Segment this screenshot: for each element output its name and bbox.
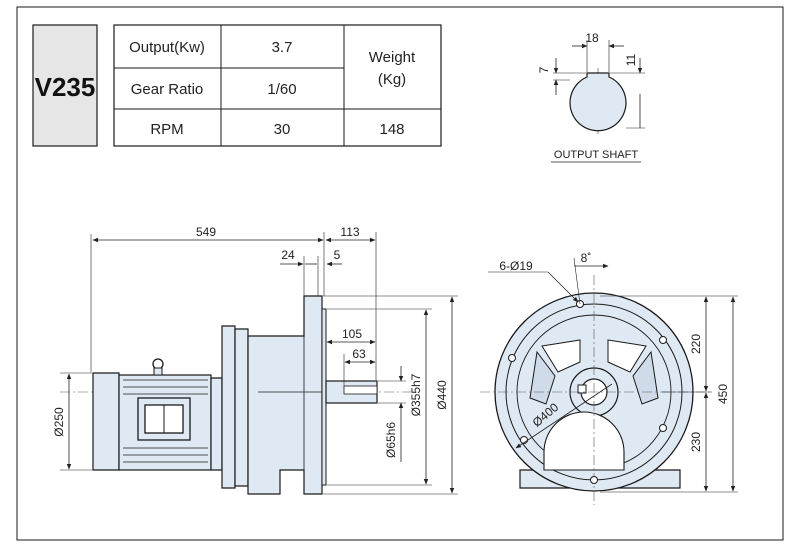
output-label: Output(Kw) bbox=[129, 39, 205, 56]
side-view bbox=[60, 295, 420, 495]
ratio-label: Gear Ratio bbox=[131, 81, 204, 98]
weight-value: 148 bbox=[379, 121, 404, 138]
dim-flange-thickness: 24 bbox=[281, 248, 295, 262]
dim-spigot-dia: Ø355h7 bbox=[409, 373, 423, 416]
output-value: 3.7 bbox=[272, 39, 293, 56]
front-view-dimensions bbox=[488, 257, 738, 493]
dim-motor-dia: Ø250 bbox=[52, 407, 66, 437]
dim-flange-dia: Ø440 bbox=[435, 380, 449, 410]
side-view-dimensions bbox=[60, 232, 458, 495]
dim-bolt-holes: 6-Ø19 bbox=[499, 259, 533, 273]
model-name: V235 bbox=[35, 72, 96, 102]
key-width-dim: 18 bbox=[585, 31, 599, 45]
ratio-value: 1/60 bbox=[267, 81, 296, 98]
key-depth-right-dim: 11 bbox=[624, 53, 638, 66]
shaft-caption: OUTPUT SHAFT bbox=[554, 149, 638, 161]
sheet-border bbox=[16, 6, 784, 541]
dim-key-span: 105 bbox=[342, 327, 362, 341]
dim-key-length: 63 bbox=[352, 347, 366, 361]
dim-total-height: 450 bbox=[716, 384, 730, 404]
key-depth-left-dim: 7 bbox=[537, 66, 551, 73]
side-view-dimension-labels: 549 113 24 5 105 63 Ø250 Ø65h6 Ø355h7 Ø4… bbox=[52, 225, 449, 458]
dim-upper-height: 220 bbox=[689, 334, 703, 354]
rpm-label: RPM bbox=[150, 121, 183, 138]
dim-lower-height: 230 bbox=[689, 432, 703, 452]
dim-overall-length: 549 bbox=[196, 225, 216, 239]
dim-spigot: 5 bbox=[334, 248, 341, 262]
weight-label: Weight bbox=[369, 49, 416, 66]
weight-unit: (Kg) bbox=[378, 71, 406, 88]
dim-shaft-length: 113 bbox=[340, 225, 359, 239]
front-view bbox=[480, 275, 710, 505]
front-view-dimension-labels: 6-Ø19 8˚ Ø400 220 230 450 bbox=[499, 251, 730, 452]
rpm-value: 30 bbox=[274, 121, 291, 138]
dim-shaft-dia: Ø65h6 bbox=[384, 422, 398, 458]
dim-hole-angle: 8˚ bbox=[581, 251, 592, 265]
output-shaft-detail: 18 7 11 OUTPUT SHAFT bbox=[537, 31, 645, 163]
model-box: V235 bbox=[32, 24, 98, 147]
spec-table: Output(Kw) 3.7 Gear Ratio 1/60 RPM 30 We… bbox=[113, 24, 442, 147]
